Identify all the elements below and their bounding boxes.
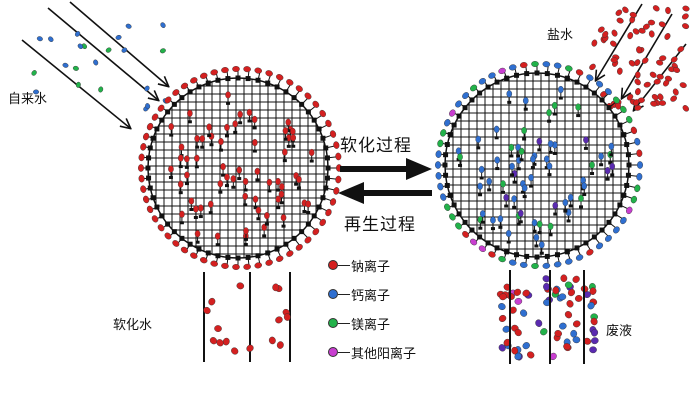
waste-outflow bbox=[496, 270, 599, 364]
tap-water-label: 自来水 bbox=[8, 92, 48, 107]
resin-surface-ions-right bbox=[434, 60, 644, 270]
brine-arrow-2 bbox=[622, 13, 673, 98]
brine-ions bbox=[589, 5, 690, 112]
tap-water-ions bbox=[31, 22, 169, 112]
regeneration-arrow bbox=[338, 182, 432, 204]
resin-bound-ions-right bbox=[455, 85, 616, 255]
resin-bead-regeneration bbox=[434, 60, 644, 270]
legend-label: 钠离子 bbox=[351, 259, 391, 275]
softening-arrow bbox=[340, 158, 432, 180]
legend-item-other: 其他阳离子 bbox=[328, 342, 416, 362]
soft-water-label: 软化水 bbox=[113, 318, 153, 333]
tap-water-arrow-3 bbox=[69, 1, 168, 86]
legend-item-magnesium: 镁离子 bbox=[328, 313, 390, 333]
resin-bound-ions-left bbox=[168, 91, 315, 247]
other-cation-swatch bbox=[328, 347, 338, 357]
magnesium-swatch bbox=[328, 318, 338, 328]
resin-bead-softening bbox=[138, 66, 343, 270]
resin-surface-ions-left bbox=[138, 66, 343, 270]
softening-process-label: 软化过程 bbox=[340, 136, 412, 156]
calcium-swatch bbox=[328, 289, 338, 299]
soft-water-outflow bbox=[203, 272, 291, 362]
waste-label: 废液 bbox=[606, 324, 633, 339]
tap-water-arrow-1 bbox=[21, 39, 130, 128]
legend-label: 钙离子 bbox=[351, 288, 391, 304]
legend-item-sodium: 钠离子 bbox=[328, 255, 390, 275]
sodium-swatch bbox=[328, 260, 338, 270]
brine-label: 盐水 bbox=[547, 28, 574, 43]
legend-item-calcium: 钙离子 bbox=[328, 284, 390, 304]
tap-water-arrows bbox=[21, 1, 168, 128]
legend-label: 其他阳离子 bbox=[351, 346, 417, 362]
tap-water-arrow-2 bbox=[47, 7, 158, 100]
legend-label: 镁离子 bbox=[351, 317, 391, 333]
regeneration-process-label: 再生过程 bbox=[344, 215, 416, 235]
